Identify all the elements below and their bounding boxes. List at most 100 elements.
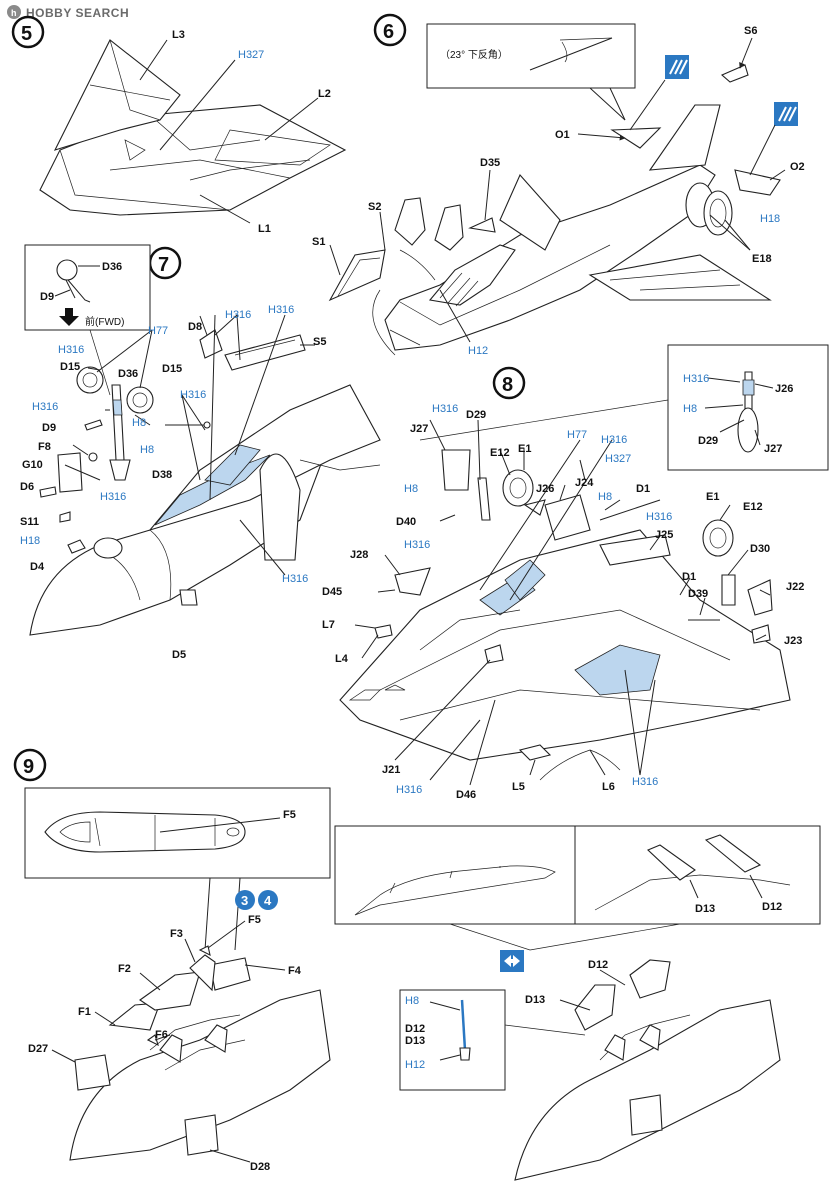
watermark-text: HOBBY SEARCH	[26, 6, 129, 20]
part-D28	[184, 1114, 219, 1156]
hpart-h316i: H316	[432, 403, 458, 415]
fwd-note: 前(FWD)	[85, 315, 124, 328]
label-D9b: D9	[42, 422, 56, 434]
door-J24	[544, 494, 591, 541]
label-J25: J25	[655, 529, 673, 541]
door-J25	[599, 534, 671, 566]
door-G10	[57, 452, 83, 493]
hpart-h8d: H8	[404, 483, 418, 495]
label-E18: E18	[752, 253, 772, 265]
label-S2: S2	[368, 201, 381, 213]
step-7-number: 7	[158, 254, 169, 276]
label-F5: F5	[283, 809, 296, 821]
seat-right	[204, 1024, 228, 1053]
label-E1b: E1	[706, 491, 719, 503]
part-S11	[59, 511, 71, 523]
seat-right-assembled-1	[604, 1034, 626, 1061]
fuselage-underside	[339, 529, 791, 761]
nose-gear-strut	[111, 384, 125, 461]
stabilizer-O1	[610, 127, 662, 149]
part-D27	[74, 1054, 111, 1091]
hpart-h316m: H316	[396, 784, 422, 796]
part-D9	[84, 419, 103, 431]
door-J28	[394, 567, 431, 596]
nose-gear-bay-blue-2	[504, 559, 546, 601]
label-L7: L7	[322, 619, 335, 631]
hpart-h316n: H316	[632, 776, 658, 788]
canopy-closed-profile	[354, 865, 556, 916]
label-J27b: J27	[410, 423, 428, 435]
ejection-seat-1	[394, 197, 426, 246]
hpart-h12a: H12	[468, 345, 488, 357]
label-D9: D9	[40, 291, 54, 303]
label-J28: J28	[350, 549, 368, 561]
label-D45: D45	[322, 586, 342, 598]
label-F4: F4	[288, 965, 302, 977]
intake-D4	[93, 537, 123, 559]
seat-right-assembled-2	[639, 1024, 661, 1051]
label-D15a: D15	[60, 361, 80, 373]
step-6-number: 6	[383, 21, 394, 43]
hpart-h12b: H12	[405, 1059, 425, 1071]
hpart-h316f: H316	[100, 491, 126, 503]
step-8-badge	[492, 366, 526, 400]
hpart-h316a: H316	[58, 344, 84, 356]
label-J26: J26	[775, 383, 793, 395]
label-D6: D6	[20, 481, 34, 493]
label-E12b: E12	[743, 501, 763, 513]
part-D6	[39, 486, 57, 498]
fuselage-top-view	[384, 164, 716, 351]
label-S6: S6	[744, 25, 757, 37]
label-D8: D8	[188, 321, 202, 333]
label-D1b: D1	[682, 571, 696, 583]
cockpit-tub-blue	[154, 454, 271, 526]
label-D12: D12	[762, 901, 782, 913]
label-D46: D46	[456, 789, 476, 801]
hpart-h8a: H8	[132, 417, 146, 429]
hpart-h327a: H327	[238, 49, 264, 61]
step-6: 6 （23° 下反角）	[312, 13, 805, 357]
label-D13c: D13	[525, 994, 545, 1006]
hpart-h316k: H316	[646, 511, 672, 523]
gear-well-blue	[204, 444, 261, 486]
label-S5: S5	[313, 336, 326, 348]
label-J27: J27	[764, 443, 782, 455]
hpart-h316j: H316	[601, 434, 627, 446]
hpart-h316e: H316	[32, 401, 58, 413]
label-F2: F2	[118, 963, 131, 975]
hpart-h18a: H18	[760, 213, 780, 225]
hpart-h77b: H77	[567, 429, 587, 441]
part-D36-detail	[56, 259, 78, 281]
label-D12b: D12	[405, 1023, 425, 1035]
fwd-callout-box	[24, 244, 151, 331]
label-L2: L2	[318, 88, 331, 100]
part-D5	[179, 589, 198, 606]
step-5-number: 5	[21, 23, 32, 45]
label-S11: S11	[20, 516, 39, 528]
label-D28: D28	[250, 1161, 270, 1173]
canopy-open-profile-front	[647, 844, 696, 881]
label-J22: J22	[786, 581, 804, 593]
label-D35: D35	[480, 157, 500, 169]
step-5-badge	[11, 15, 45, 49]
hpart-h8f: H8	[405, 995, 419, 1007]
hpart-h8b: H8	[140, 444, 154, 456]
label-L5: L5	[512, 781, 525, 793]
canopy-open-profile-rear	[704, 834, 762, 873]
antenna-detail-box	[399, 989, 506, 1091]
label-F3: F3	[170, 928, 183, 940]
hpart-h316b: H316	[225, 309, 251, 321]
label-L3: L3	[172, 29, 185, 41]
vertical-tail	[648, 104, 721, 171]
label-D13b: D13	[405, 1035, 425, 1047]
label-D12c: D12	[588, 959, 608, 971]
part-D35	[468, 217, 496, 233]
assembled-fuselage-right	[514, 999, 781, 1181]
watermark-logo: h HOBBY SEARCH	[7, 5, 129, 20]
label-D1: D1	[636, 483, 650, 495]
main-wheel-E1b	[702, 519, 734, 557]
detail-wheel-J27	[737, 407, 759, 453]
label-L4: L4	[335, 653, 349, 665]
label-D40: D40	[396, 516, 416, 528]
hpart-h8c: H8	[683, 403, 697, 415]
